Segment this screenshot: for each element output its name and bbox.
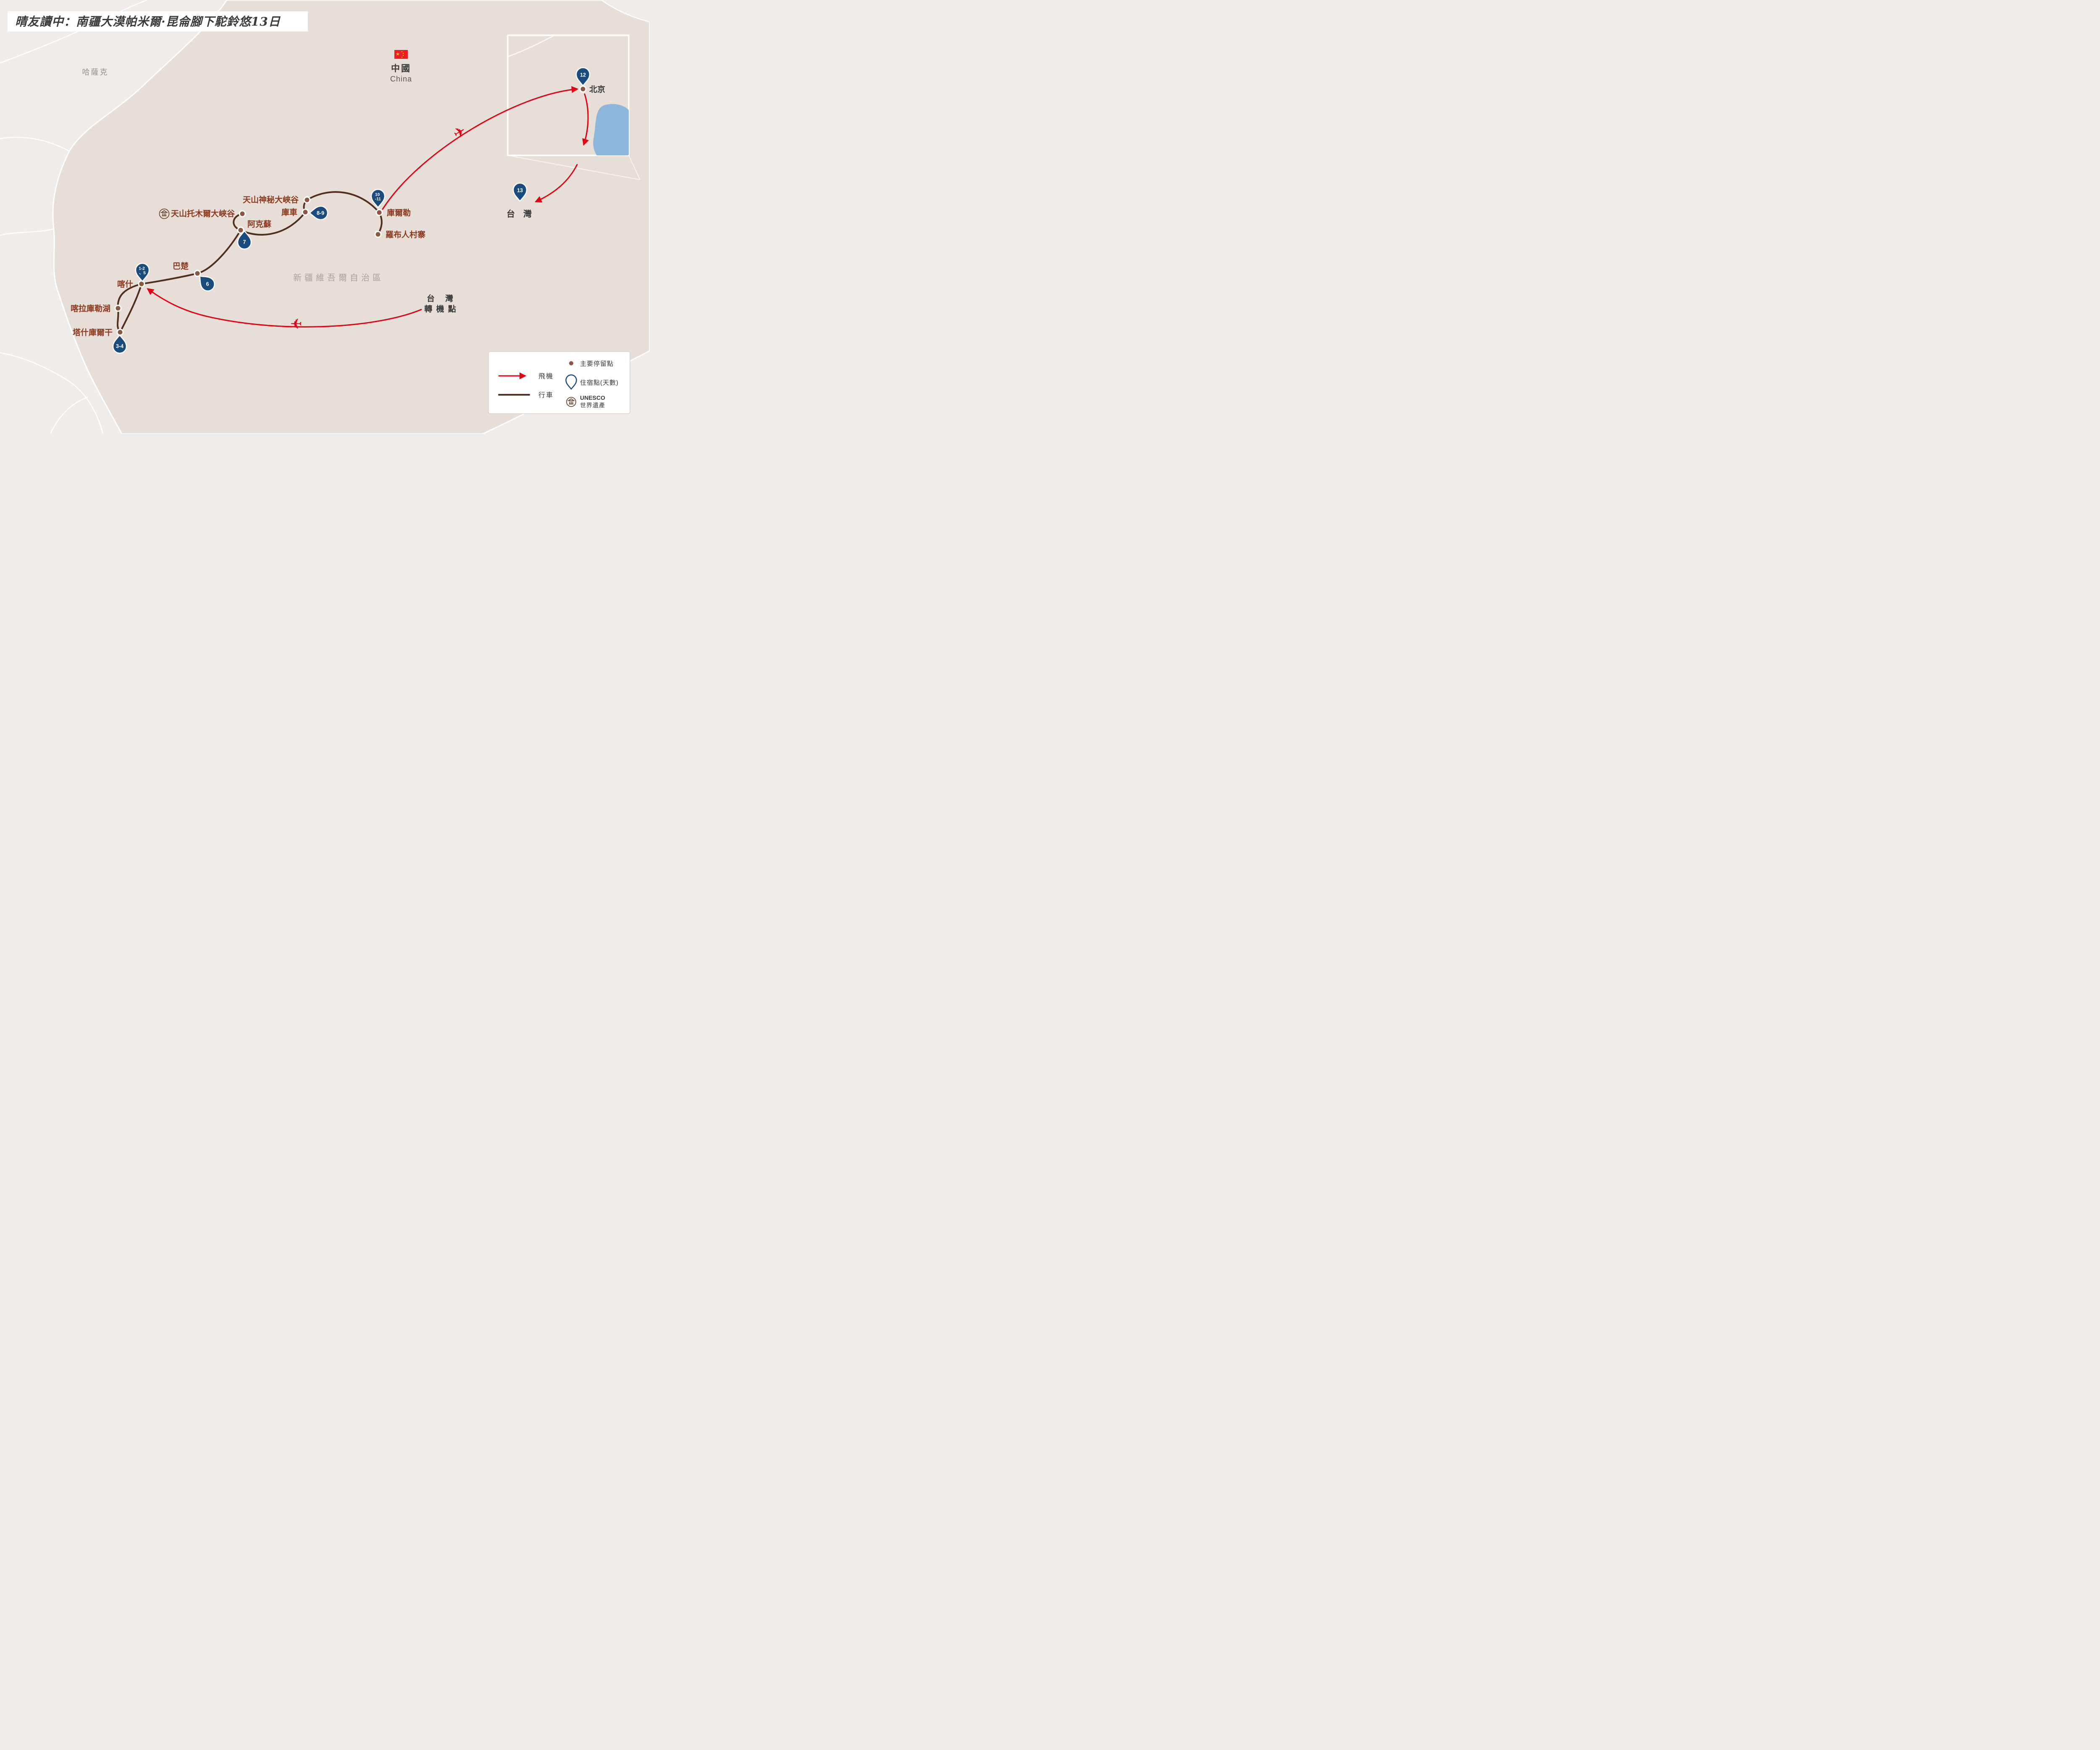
title-box <box>8 11 308 31</box>
stop-label-lopnur: 羅布人村寨 <box>386 230 425 239</box>
svg-text:12: 12 <box>580 72 586 78</box>
page-title: 晴友讀中：南疆大漠帕米爾·昆侖腳下駝鈴悠13日 <box>15 15 281 29</box>
stay-badge-kuqa: 8-9 <box>309 205 328 220</box>
stop-label-kuqa: 庫車 <box>281 207 297 217</box>
country-border-sw1 <box>0 352 104 434</box>
xinjiang-region-label: 新疆維吾爾自治區 <box>293 273 384 283</box>
stop-dot-kuqa <box>302 208 309 216</box>
stop-dot-tashkurgan <box>116 328 124 336</box>
stop-label-taiwan: 台 灣 <box>507 209 532 219</box>
tour-map-svg: 哈薩克 新疆維吾爾自治區 ★ 中國 China ✈ ✈ <box>0 0 650 434</box>
tour-map-page: 哈薩克 新疆維吾爾自治區 ★ 中國 China ✈ ✈ <box>0 0 650 434</box>
stop-dot-lopnur <box>374 231 382 238</box>
stay-badge-taiwan: 13 <box>512 182 528 202</box>
svg-text:台 灣: 台 灣 <box>427 294 454 303</box>
legend: 飛機 行車 主要停留點 住宿點(天數) UNESCO 世界遺產 <box>488 351 630 414</box>
bohai-sea <box>593 104 629 155</box>
svg-text:8-9: 8-9 <box>317 210 324 216</box>
stop-label-beijing: 北京 <box>589 84 605 94</box>
legend-stay-label: 住宿點(天數) <box>580 379 619 386</box>
legend-box <box>488 351 630 414</box>
country-border-nw2 <box>0 136 70 152</box>
stop-label-karakul: 喀拉庫勒湖 <box>71 304 110 313</box>
country-border-ne <box>601 0 650 23</box>
title-bar: 晴友讀中：南疆大漠帕米爾·昆侖腳下駝鈴悠13日 <box>8 11 308 31</box>
stop-dot-canyon <box>303 196 311 204</box>
flight-route-taiwan-kashgar <box>147 288 422 328</box>
stay-badge-bachu: 6 <box>199 275 215 291</box>
taiwan-transfer-label: 台 灣 轉 機 點 <box>424 294 457 314</box>
legend-stop-label: 主要停留點 <box>580 360 614 367</box>
inset-callout-line-2 <box>628 155 640 180</box>
stay-badge-korla: 10 -11 <box>370 189 386 208</box>
legend-stay-badge-icon <box>565 374 577 390</box>
stay-badge-kashgar: 1-2 、5 <box>135 262 150 282</box>
stop-label-aksu: 阿克蘇 <box>247 219 271 229</box>
unesco-icon-tomur <box>159 208 170 219</box>
legend-flight-label: 飛機 <box>538 373 554 380</box>
legend-unesco-label-2: 世界遺產 <box>580 402 605 409</box>
drive-route-kashgar-bachu <box>141 273 198 285</box>
stay-badge-tashkurgan: 3-4 <box>112 334 127 354</box>
svg-text:13: 13 <box>517 188 523 194</box>
svg-text:1-2 、5: 1-2 、5 <box>139 267 146 276</box>
flight-route-to-taiwan <box>534 164 578 203</box>
svg-text:6: 6 <box>206 281 209 287</box>
stop-dot-tomur <box>239 210 246 218</box>
stop-label-canyon: 天山神秘大峽谷 <box>243 195 299 205</box>
stop-label-tashkurgan: 塔什庫爾干 <box>73 328 113 337</box>
svg-text:轉 機 點: 轉 機 點 <box>424 304 457 314</box>
legend-stop-dot-icon <box>568 360 575 367</box>
flight-route-korla-beijing <box>382 86 579 210</box>
legend-drive-label: 行車 <box>538 391 554 399</box>
flight-route-beijing-south <box>582 93 589 146</box>
drive-route-aksu-kuqa <box>240 211 306 236</box>
stop-dot-beijing <box>579 85 587 93</box>
stop-label-korla: 庫爾勒 <box>387 208 411 218</box>
drive-route-bachu-aksu <box>197 229 242 274</box>
stay-badge-beijing: 12 <box>575 67 591 87</box>
inset-border-line <box>508 35 555 58</box>
stop-label-bachu: 巴楚 <box>173 261 189 271</box>
svg-text:10 -11: 10 -11 <box>375 193 381 202</box>
kazakhstan-label: 哈薩克 <box>82 68 109 76</box>
legend-unesco-icon <box>566 397 576 407</box>
china-label-en: China <box>390 75 412 83</box>
stop-dot-aksu <box>237 226 244 234</box>
drive-route-kashgar-loop <box>116 283 142 334</box>
china-label: 中國 <box>391 64 411 73</box>
stay-badge-aksu: 7 <box>237 230 252 250</box>
inset-callout-line-1 <box>507 155 640 180</box>
stop-dot-karakul <box>114 304 122 312</box>
legend-unesco-label-1: UNESCO <box>580 394 605 401</box>
stop-dot-korla <box>375 209 383 216</box>
svg-text:3-4: 3-4 <box>116 344 123 349</box>
svg-text:7: 7 <box>243 239 246 245</box>
svg-text:★: ★ <box>396 52 400 57</box>
stop-label-tomur: 天山托木爾大峽谷 <box>171 209 235 218</box>
neighbor-region-ne <box>601 0 650 22</box>
stop-label-kashgar: 喀什 <box>117 279 133 289</box>
country-border-w <box>0 228 54 236</box>
airplane-icon-westbound: ✈ <box>290 316 302 332</box>
stop-dot-bachu <box>194 270 201 277</box>
drive-route-canyon-korla <box>306 191 380 213</box>
stop-dot-kashgar <box>138 280 145 288</box>
beijing-inset-map <box>507 34 630 156</box>
country-border-sw2 <box>50 396 89 434</box>
china-flag-icon: ★ <box>394 50 408 59</box>
